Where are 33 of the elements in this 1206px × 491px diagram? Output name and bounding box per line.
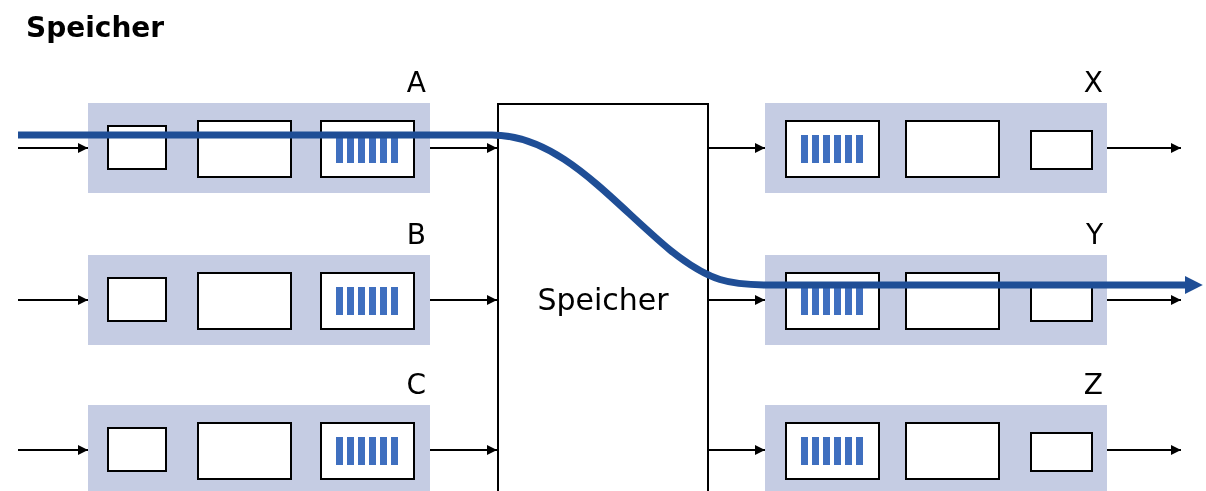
- arrow: [429, 445, 498, 455]
- buffer-box: [320, 272, 415, 330]
- buffer-box: [320, 422, 415, 480]
- small-box: [1030, 130, 1093, 170]
- queue-label: A: [406, 67, 426, 99]
- arrow: [708, 295, 766, 305]
- memory-box: [497, 103, 709, 491]
- small-box: [107, 277, 167, 322]
- queue-label: C: [406, 369, 426, 401]
- process-box: [905, 422, 1000, 480]
- arrow: [1106, 143, 1182, 153]
- arrow: [708, 143, 766, 153]
- buffer-box: [785, 120, 880, 178]
- process-box: [197, 272, 292, 330]
- arrow: [1106, 295, 1182, 305]
- arrow: [429, 295, 498, 305]
- queue-label: Z: [1083, 369, 1103, 401]
- arrow: [17, 445, 89, 455]
- buffer-box: [785, 422, 880, 480]
- arrow: [708, 445, 766, 455]
- arrow: [1106, 445, 1182, 455]
- small-box: [1030, 432, 1093, 472]
- queue-label: B: [406, 219, 426, 251]
- queue-label: Y: [1085, 219, 1103, 251]
- title: Speicher: [26, 10, 165, 46]
- process-box: [905, 120, 1000, 178]
- small-box: [107, 427, 167, 472]
- queue-label: X: [1083, 67, 1103, 99]
- arrow: [17, 295, 89, 305]
- process-box: [197, 422, 292, 480]
- arrow: [429, 143, 498, 153]
- arrow: [17, 143, 89, 153]
- memory-label: Speicher: [537, 282, 669, 318]
